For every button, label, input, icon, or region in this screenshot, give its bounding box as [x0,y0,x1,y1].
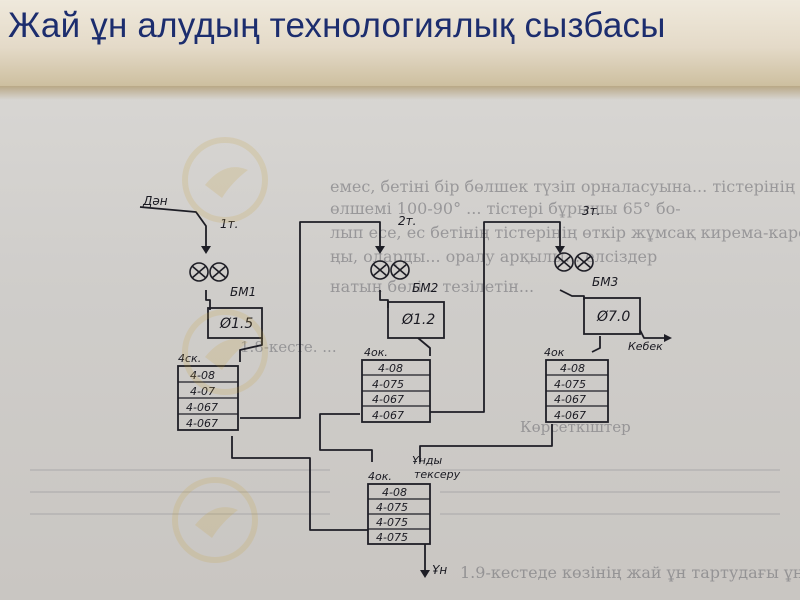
sieve-box-bm2: БМ2 Ø1.2 [387,281,445,339]
process-lines [139,206,668,572]
sifter-sieve: 4-075 [376,516,408,529]
stream-label: 2т. [398,214,416,228]
bm1-to-sifter1-line [239,338,263,362]
background-book-text: емес, бетіні бір бөлшек түзіп орналасуын… [30,177,800,582]
roller-pair-icon [370,260,410,280]
sifter-sieve: 4-08 [378,362,403,375]
bg-text-line: лып есе, ес бетінің тістерінің өткір жұм… [330,223,800,242]
stream-label: 3т. [582,204,600,218]
sifter-sieve: 4-067 [554,393,586,406]
sifter-sieve: 4-075 [372,378,404,391]
bm3-feed-line [559,289,585,300]
bm1-feed-line [205,290,211,310]
bg-text-line: натын бөлі... тезілетін... [330,277,534,296]
sifter-sieve: 4-075 [376,531,408,544]
sifter1-overtail-line [240,221,381,419]
title-band: Жай ұн алудың технологиялық сызбасы [0,0,800,86]
output-label: Ұн [432,563,447,577]
sifter-3: 4ок 4-08 4-075 4-067 4-067 [544,346,609,423]
sifter-label: 4ок. [368,470,392,483]
stream-label: 1т. [220,217,238,231]
sifter-sieve: 4-067 [554,409,586,422]
input-line [139,206,207,250]
bm3-to-sifter3-line [591,336,601,353]
sieve-box-size: Ø7.0 [596,309,630,325]
sifter-1: 4ск. 4-08 4-07 4-067 4-067 [177,352,239,431]
sifter-sieve: 4-067 [186,401,218,414]
photo-top-shade [0,86,800,100]
sifter2-overtail-line [430,221,561,413]
hummingbird-logo-icon [172,477,258,563]
sieve-box-bm1: БМ1 Ø1.5 [207,285,263,339]
sieve-box-id: БМ3 [592,275,618,289]
sifter-sieve: 4-075 [554,378,586,391]
roller-pair-icon [189,262,229,282]
sifter2-through-line [319,413,373,462]
sieve-box-size: Ø1.5 [219,316,253,332]
final-sifter-caption: Ұнды [412,454,443,467]
sifter-label: 4ск. [178,352,201,365]
bg-text-line: емес, бетіні бір бөлшек түзіп орналасуын… [330,177,795,196]
final-sifter-caption: тексеру [414,468,461,481]
sieve-box-bm3: БМ3 Ø7.0 [583,275,641,335]
sifter-label: 4ок [544,346,565,359]
bg-text-line: 1.8-кесте. ... [240,338,337,356]
bm2-to-sifter2-line [417,337,431,356]
hummingbird-logo-icon [182,137,268,223]
roller-mills [189,252,594,282]
sieve-box-size: Ø1.2 [401,312,435,328]
hummingbird-logo-icon [182,309,268,395]
sieve-box-id: БМ2 [412,281,438,295]
watermark-logos [172,137,268,563]
sifter-sieve: 4-08 [560,362,585,375]
bg-text-line: 1.9-кестеде көзінің жай ұн тартудағы ұнт… [460,563,800,582]
sifter1-through-line [231,436,368,531]
bran-label: Кебек [628,340,663,353]
flow-arrows [201,246,672,578]
sieve-box-id: БМ1 [230,285,256,299]
roller-pair-icon [554,252,594,272]
sifter-label: 4ок. [364,346,388,359]
sifter-sieve: 4-067 [186,417,218,430]
sifter-sieve: 4-067 [372,409,404,422]
bran-out-line [639,329,668,339]
sifter-2: 4ок. 4-08 4-075 4-067 4-067 [361,346,431,423]
sifter3-through-line [419,424,553,462]
slide-title: Жай ұн алудың технологиялық сызбасы [8,6,666,45]
sifter-sieve: 4-067 [372,393,404,406]
sifter-sieve: 4-075 [376,501,408,514]
sifter-final: 4ок. Ұнды тексеру 4-08 4-075 4-075 4-075 [367,454,461,545]
sifter-sieve: 4-08 [190,369,215,382]
sifter-sieve: 4-07 [190,385,215,398]
sifter-sieve: 4-08 [382,486,407,499]
bg-text-line: өлшемі 100-90° ... тістері бұрышы 65° бо… [330,199,681,218]
input-label: Дән [142,194,168,208]
